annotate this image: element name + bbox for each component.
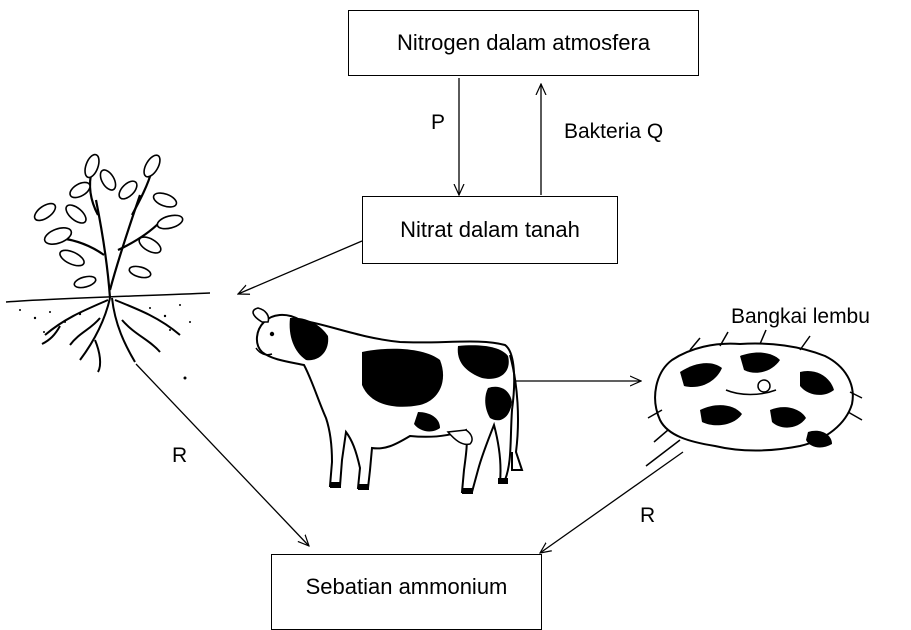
plant-illustration: [6, 153, 210, 380]
ammonium-compound-box: Sebatian ammonium: [271, 554, 542, 630]
label-p: P: [431, 111, 445, 135]
label-r-left: R: [172, 444, 187, 468]
arrow-nitrate-to-plant: [238, 241, 362, 294]
arrow-plant-to-ammonium: [136, 364, 309, 546]
label-bacteria-q: Bakteria Q: [564, 120, 663, 144]
label-r-right: R: [640, 504, 655, 528]
label-carcass: Bangkai lembu: [731, 305, 870, 329]
soil-nitrate-box: Nitrat dalam tanah: [362, 196, 618, 264]
arrow-carcass-to-ammonium: [540, 452, 683, 553]
atmosphere-nitrogen-box: Nitrogen dalam atmosfera: [348, 10, 699, 76]
cow-illustration: [253, 308, 522, 494]
carcass-illustration: [646, 330, 862, 466]
